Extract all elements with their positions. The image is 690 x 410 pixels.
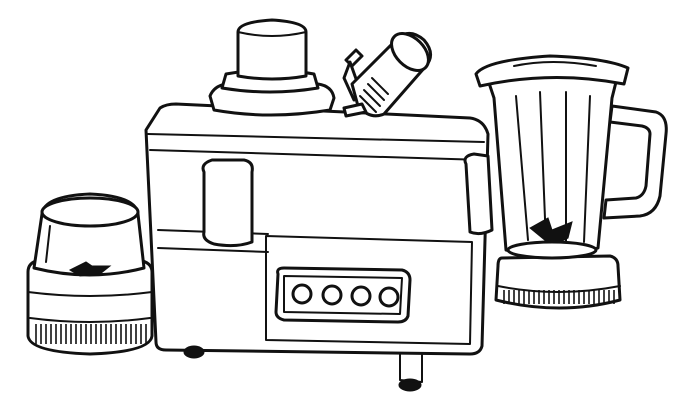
juice-spout <box>201 158 254 248</box>
foot-left <box>183 345 205 359</box>
juicer-main-unit <box>144 102 494 392</box>
blender-base-ribs <box>503 290 615 304</box>
control-knob-3[interactable] <box>350 285 372 307</box>
control-knob-2[interactable] <box>321 284 343 306</box>
blender-jar <box>474 54 668 310</box>
grinder-base-ribs <box>35 324 147 344</box>
control-panel <box>274 266 412 324</box>
control-knob-4[interactable] <box>378 286 400 308</box>
grinder-jar <box>26 192 154 356</box>
grinder-blade-icon <box>68 261 112 277</box>
control-knob-1[interactable] <box>291 283 313 305</box>
pusher <box>342 32 432 118</box>
feed-chute-cap <box>208 18 336 117</box>
